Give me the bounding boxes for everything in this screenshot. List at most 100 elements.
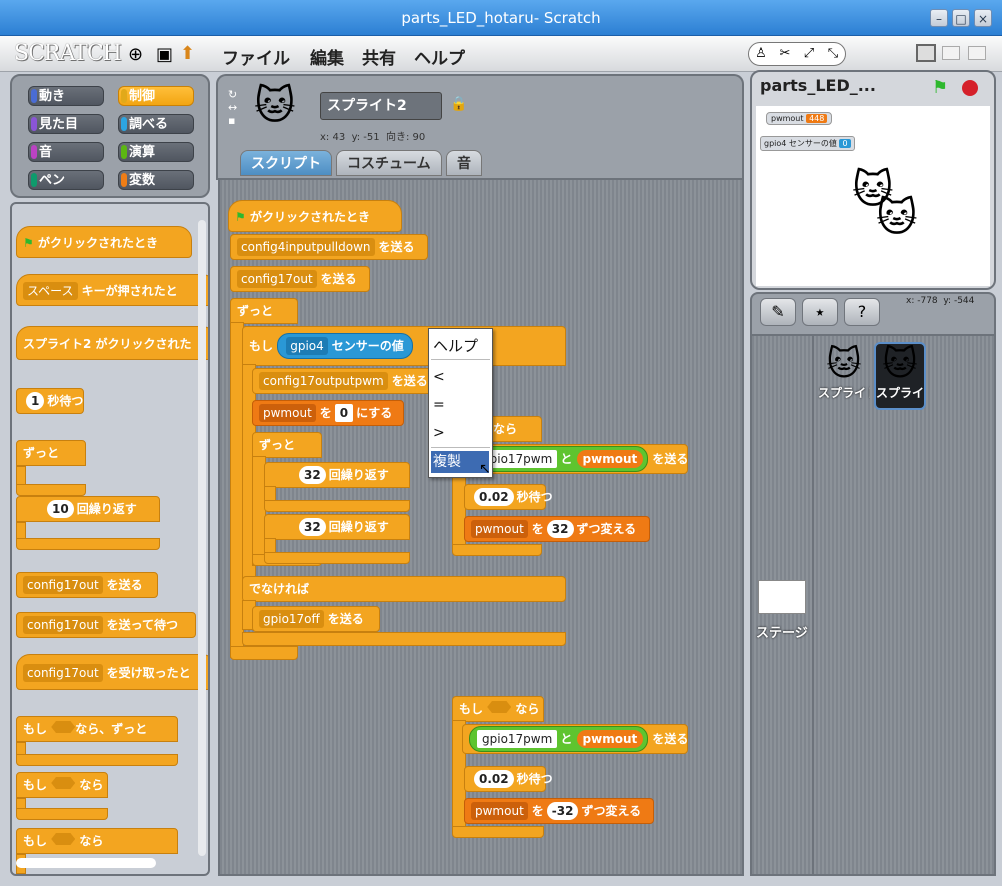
layout-small-icon[interactable] — [942, 46, 960, 60]
key-dropdown[interactable]: スペース — [23, 282, 78, 300]
palette-vertical-scrollbar[interactable] — [198, 220, 206, 856]
palette-if-else-block[interactable]: もし なら — [16, 828, 178, 854]
minimize-button[interactable]: – — [930, 9, 948, 27]
green-flag-button[interactable]: ⚑ — [932, 77, 949, 98]
sprite-cat-icon[interactable]: 🐱 — [852, 167, 894, 213]
value-input[interactable]: -32 — [546, 802, 579, 820]
condition-slot[interactable] — [51, 777, 76, 789]
stamp-icon[interactable]: ♙ — [755, 46, 767, 61]
context-menu-less-than[interactable]: < — [433, 369, 445, 385]
message-dropdown[interactable]: gpio17off — [259, 610, 324, 628]
delete-icon[interactable]: ✂ — [779, 46, 791, 61]
condition-slot[interactable] — [487, 701, 512, 713]
wait-input[interactable]: 1 — [26, 392, 45, 410]
menu-help[interactable]: ヘルプ — [414, 49, 465, 69]
stage-canvas[interactable]: pwmout 448 gpio4 センサーの値 0 🐱 🐱 — [756, 106, 990, 286]
variable-dropdown[interactable]: pwmout — [471, 520, 528, 538]
message-dropdown[interactable]: config17out — [237, 270, 317, 288]
grow-icon[interactable]: ⤢ — [803, 46, 815, 61]
category-pen[interactable]: ペン — [28, 170, 104, 190]
globe-icon[interactable]: ⊕ — [128, 44, 144, 65]
paint-new-sprite-icon[interactable]: ✎ — [760, 298, 796, 326]
variable-monitor-pwmout[interactable]: pwmout 448 — [766, 112, 833, 125]
menu-edit[interactable]: 編集 — [310, 49, 344, 69]
tab-sounds[interactable]: 音 — [446, 150, 482, 176]
save-icon[interactable]: ▣ — [156, 44, 174, 65]
context-menu-greater-than[interactable]: > — [433, 425, 445, 441]
condition-slot[interactable] — [51, 833, 76, 845]
stage-thumbnail[interactable] — [758, 580, 806, 614]
palette-forever-block[interactable]: ずっと — [16, 440, 86, 466]
context-menu-duplicate[interactable]: 複製 — [431, 451, 489, 473]
repeat-input[interactable]: 10 — [47, 500, 74, 518]
forever-block[interactable]: ずっと — [230, 298, 298, 324]
palette-key-pressed-block[interactable]: スペースキーが押されたと — [16, 274, 208, 306]
message-dropdown[interactable]: config17out — [23, 664, 103, 682]
sprite-name-field[interactable]: スプライト2 — [320, 92, 442, 120]
wait-input[interactable]: 0.02 — [474, 488, 514, 506]
sprite-thumb[interactable]: 🐱スプライト — [818, 344, 870, 408]
value-input[interactable]: 0 — [334, 404, 354, 422]
presentation-icon[interactable] — [968, 46, 986, 60]
message-dropdown[interactable]: config17outputpwm — [259, 372, 388, 390]
category-operators[interactable]: 演算 — [118, 142, 194, 162]
palette-sprite-clicked-block[interactable]: スプライト2 がクリックされた — [16, 326, 208, 360]
wait-input[interactable]: 0.02 — [474, 770, 514, 788]
value-input[interactable]: 32 — [546, 520, 574, 538]
category-sound[interactable]: 音 — [28, 142, 104, 162]
palette-if-forever-block[interactable]: もし なら、ずっと — [16, 716, 178, 742]
choose-sprite-file-icon[interactable]: ⭑ — [802, 298, 838, 326]
layout-normal-icon[interactable] — [916, 44, 936, 62]
lock-icon[interactable]: 🔒 — [450, 96, 468, 112]
message-dropdown[interactable]: config4inputpulldown — [237, 238, 375, 256]
variable-dropdown[interactable]: pwmout — [259, 404, 316, 422]
variable-dropdown[interactable]: pwmout — [471, 802, 528, 820]
message-dropdown[interactable]: config17out — [23, 616, 103, 634]
variable-reporter[interactable]: pwmout — [576, 450, 644, 468]
shrink-icon[interactable]: ⤡ — [827, 46, 839, 61]
tab-costumes[interactable]: コスチューム — [336, 150, 442, 176]
stop-button[interactable] — [962, 80, 978, 96]
repeat-input[interactable]: 32 — [299, 466, 326, 484]
close-button[interactable]: × — [974, 9, 992, 27]
message-dropdown[interactable]: config17out — [23, 576, 103, 594]
forever-block[interactable]: ずっと — [252, 432, 322, 458]
maximize-button[interactable]: □ — [952, 9, 970, 27]
when-flag-clicked-block[interactable]: ⚑ がクリックされたとき — [228, 200, 402, 232]
category-looks[interactable]: 見た目 — [28, 114, 104, 134]
palette-if-block[interactable]: もし なら — [16, 772, 108, 798]
palette-horizontal-scrollbar[interactable] — [16, 858, 156, 868]
menu-share[interactable]: 共有 — [362, 49, 396, 69]
context-menu-help[interactable]: ヘルプ — [433, 337, 479, 355]
join-input[interactable]: gpio17pwm — [477, 730, 558, 748]
sensor-monitor-gpio4[interactable]: gpio4 センサーの値 0 — [760, 136, 855, 151]
sprite-thumb-selected[interactable]: 🐱スプライト — [874, 342, 926, 410]
category-variables[interactable]: 変数 — [118, 170, 194, 190]
context-menu-equals[interactable]: = — [433, 397, 445, 413]
variable-reporter[interactable]: pwmout — [576, 730, 644, 748]
share-icon[interactable]: ⬆ — [180, 43, 196, 64]
sprite-cat-icon[interactable]: 🐱 — [876, 195, 918, 241]
rotation-style-icons[interactable]: ↻↔▪ — [228, 88, 238, 127]
